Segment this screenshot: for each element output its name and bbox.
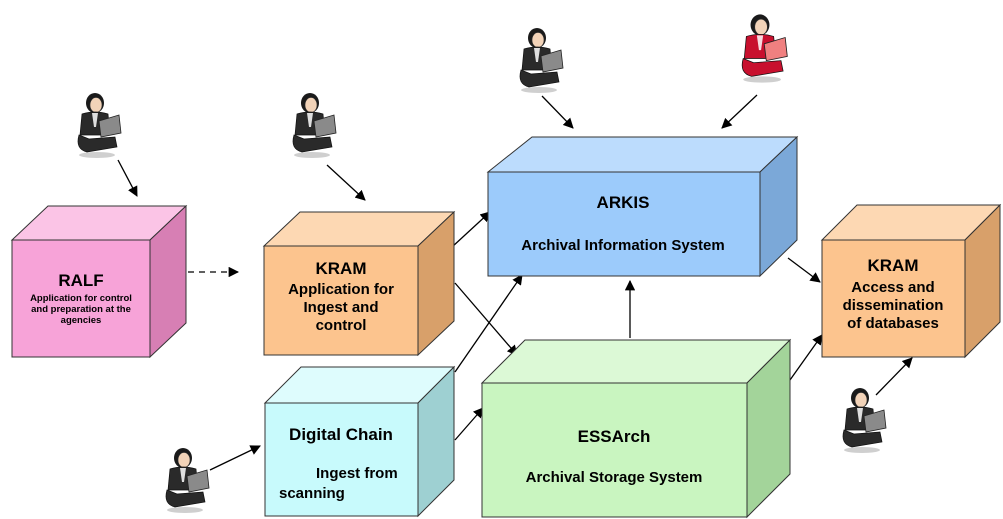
digital-chain-line-2: scanning [279,485,345,502]
user-kram-access-icon [842,388,887,453]
arkis-title: ARKIS [597,193,650,212]
arkis-side [759,135,798,278]
essarch-subtitle: Archival Storage System [526,469,703,486]
arrow-kram-to-arkis [451,211,491,248]
arrow-user-to-kram [326,164,366,201]
connections [117,94,913,471]
user-digital-chain-icon [165,448,210,513]
essarch-side [746,338,791,519]
arkis-front [487,171,761,277]
user-arkis-right-icon [741,14,788,83]
box-essarch: ESSArch Archival Storage System [480,338,792,519]
kram-access-side [964,203,1001,359]
ralf-line-1: Application for control [30,293,132,304]
arrow-user-to-digitalchain [209,445,261,471]
arrow-digitalchain-to-essarch [454,407,484,441]
arkis-top [486,136,799,173]
digital-chain-title: Digital Chain [289,425,393,444]
kram-ingest-line-2: Ingest and [303,299,378,316]
kram-access-line-3: of databases [847,315,939,332]
box-kram-access: KRAM Access and dissemination of databas… [820,203,1002,359]
ralf-line-3: agencies [61,315,102,326]
arrow-arkis-to-kram-access [787,257,821,283]
kram-ingest-line-3: control [316,317,367,334]
kram-ingest-title: KRAM [316,259,367,278]
arrow-user-to-arkis-left [541,95,574,129]
digital-chain-side [417,365,455,518]
kram-ingest-line-1: Application for [288,281,394,298]
ralf-line-2: and preparation at the [31,304,131,315]
box-kram-ingest: KRAM Application for Ingest and control [262,210,456,357]
essarch-top [480,339,792,384]
digital-chain-line-1: Ingest from [316,465,398,482]
box-digital-chain: Digital Chain Ingest from scanning [263,365,456,518]
arrow-essarch-to-kram-access [789,334,823,381]
users [77,14,887,513]
essarch-front [481,382,748,518]
box-ralf: RALF Application for control and prepara… [10,204,188,359]
arrow-user-to-ralf [117,159,138,197]
kram-ingest-side [417,210,455,357]
user-ralf-icon [77,93,122,158]
arrow-digitalchain-to-arkis [454,274,523,373]
kram-access-line-1: Access and [851,279,934,296]
kram-access-line-2: dissemination [843,297,944,314]
user-kram-ingest-icon [292,93,337,158]
box-arkis: ARKIS Archival Information System [486,135,799,278]
essarch-title: ESSArch [578,427,651,446]
arrow-kram-to-essarch [454,282,518,356]
arrow-user-to-kram-access [875,357,913,396]
arrow-user-to-arkis-right [721,94,758,129]
user-arkis-left-icon [519,28,564,93]
kram-access-title: KRAM [868,256,919,275]
ralf-side [149,204,187,359]
ralf-title: RALF [58,271,103,290]
arkis-subtitle: Archival Information System [521,237,724,254]
